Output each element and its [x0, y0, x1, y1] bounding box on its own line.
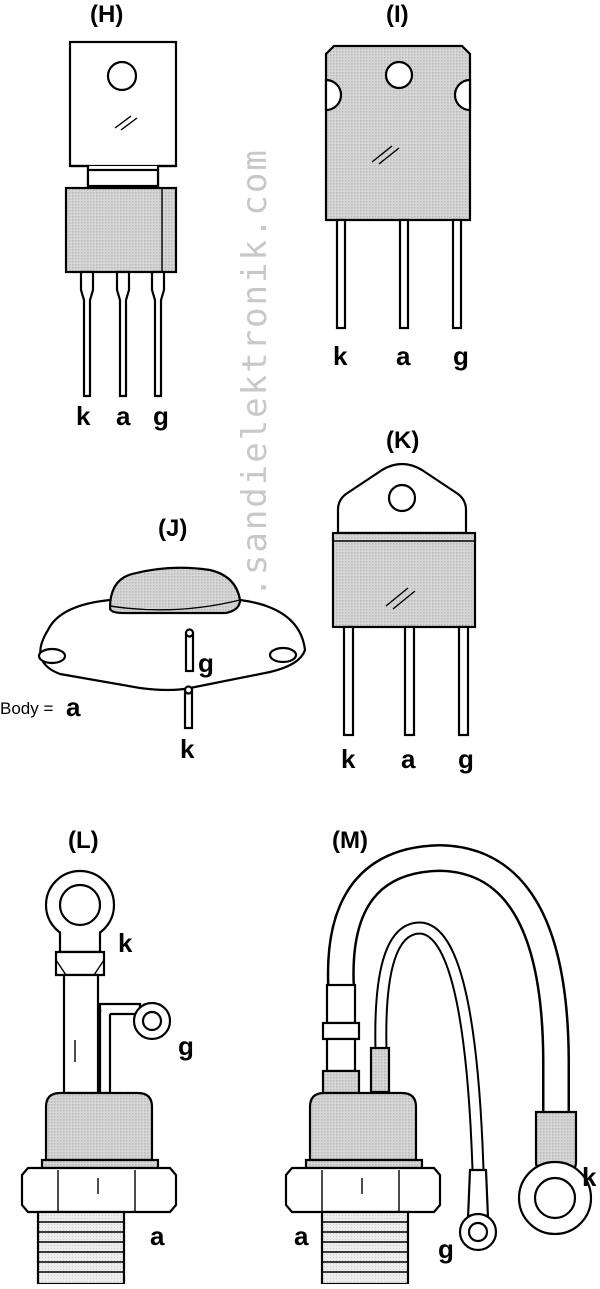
- watermark-text: www.sandielektronik.com: [235, 148, 275, 665]
- package-j-pin-k: k: [180, 734, 195, 764]
- package-m-gate-crimp: [466, 1168, 490, 1220]
- package-i: (I) k a g: [324, 1, 472, 371]
- package-m-case: [308, 1091, 418, 1162]
- package-h-leg-g: [150, 270, 166, 398]
- package-l-pin-k: k: [118, 928, 133, 958]
- package-h-pin-a: a: [116, 401, 131, 431]
- package-k: (K) k a g: [331, 427, 477, 774]
- package-j-dome: [108, 566, 242, 615]
- package-i-leg-g: [451, 218, 463, 330]
- package-h-mount-hole: [106, 60, 138, 92]
- package-m-cathode-cable: [329, 846, 568, 1112]
- package-m-gate-sleeve: [369, 1046, 391, 1094]
- package-m-label: (M): [332, 827, 368, 854]
- package-h-label: (H): [90, 1, 123, 28]
- package-i-leg-a: [398, 218, 410, 330]
- package-k-pin-a: a: [401, 744, 416, 774]
- package-k-mount-hole: [387, 483, 417, 513]
- package-i-pin-g: g: [453, 341, 469, 371]
- package-h-pin-k: k: [76, 401, 91, 431]
- package-i-leg-k: [335, 218, 347, 330]
- package-k-leg-a: [403, 625, 416, 737]
- package-j-pin-k-wire: [183, 688, 194, 730]
- package-i-body: [324, 44, 472, 222]
- package-k-pin-g: g: [458, 744, 474, 774]
- package-i-pin-a: a: [396, 341, 411, 371]
- package-l-gate-lead: [98, 1008, 112, 1095]
- package-h-leg-a: [115, 270, 131, 398]
- package-k-label: (K): [386, 427, 419, 454]
- package-l-pin-g: g: [178, 1031, 194, 1061]
- package-j-body-note: Body =: [0, 699, 53, 718]
- package-m-pin-g: g: [438, 1234, 454, 1264]
- package-m-cable-sleeve-upper: [325, 983, 357, 1025]
- package-m-pin-a: a: [294, 1221, 309, 1251]
- package-l-stud: [36, 1210, 126, 1286]
- package-i-mount-hole: [384, 60, 414, 90]
- package-k-body: [331, 531, 477, 629]
- package-j: (J) g k Body = a: [0, 515, 307, 764]
- package-m-pin-k: k: [582, 1162, 597, 1192]
- package-h: (H) k a g: [64, 1, 178, 431]
- package-j-mount-hole-right: [268, 646, 298, 664]
- package-k-pin-k: k: [341, 744, 356, 774]
- package-k-leg-g: [457, 625, 470, 737]
- package-l-pin-a: a: [150, 1221, 165, 1251]
- package-i-pin-k: k: [333, 341, 348, 371]
- package-l-label: (L): [68, 827, 99, 854]
- package-m-gate-cable: [376, 923, 483, 1171]
- package-h-body: [64, 186, 178, 274]
- package-j-body-pin: a: [66, 692, 81, 722]
- package-j-mount-hole-left: [37, 647, 67, 665]
- package-h-pin-g: g: [153, 401, 169, 431]
- package-j-label: (J): [158, 515, 187, 542]
- package-h-leg-k: [79, 270, 95, 398]
- package-l-cathode-lead: [62, 973, 100, 1095]
- package-i-label: (I): [386, 1, 409, 28]
- package-m: (M) a g k: [284, 827, 597, 1286]
- package-j-flange: [39, 598, 307, 692]
- package-k-leg-k: [342, 625, 355, 737]
- package-j-pin-g-wire: [184, 631, 195, 673]
- package-m-hex-nut: [284, 1166, 442, 1214]
- package-j-pin-g: g: [198, 648, 214, 678]
- package-h-tab: [68, 40, 178, 168]
- package-l-hex-nut: [20, 1166, 178, 1214]
- package-l: (L) k g a: [20, 827, 194, 1286]
- package-l-case: [44, 1091, 154, 1162]
- package-m-stud: [320, 1210, 410, 1286]
